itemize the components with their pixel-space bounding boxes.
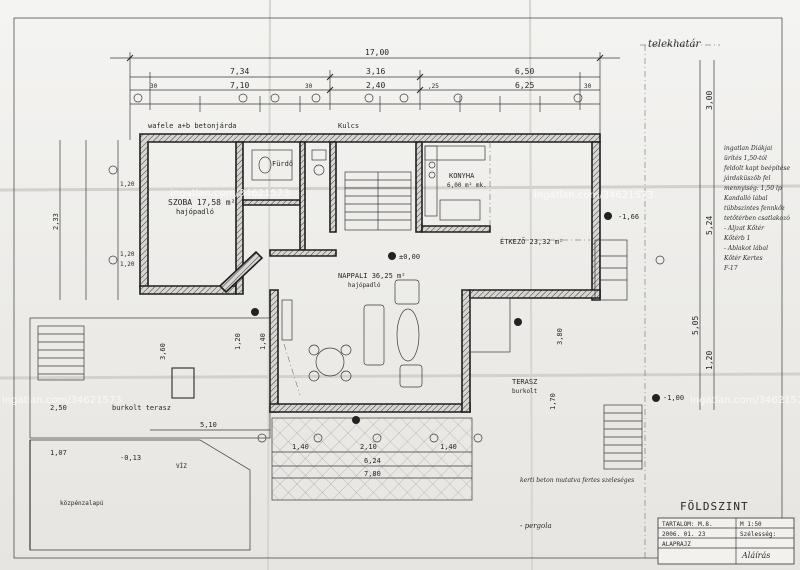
side-note-line: tübbszintes fennkőz <box>724 205 786 212</box>
dim-bottom-3: 1,40 <box>440 443 457 451</box>
dim-small-4: 30 <box>584 83 592 90</box>
drawing-title: FÖLDSZINT <box>680 500 749 513</box>
dim-right-inner: 6,25 <box>515 81 534 90</box>
room-burkolt-terasz: burkolt terasz <box>112 404 171 412</box>
dim-mid-span: 3,16 <box>366 67 385 76</box>
dim-bottom-7: 2,50 <box>50 404 67 412</box>
dim-left-1: 2,33 <box>52 213 60 230</box>
interior-dimensions: 3,60 1,20 1,40 3,80 1,70 <box>159 328 564 410</box>
side-note-line: Kandalló lábal <box>723 195 768 202</box>
top-dimension-chains: 17,00 7,34 3,16 6,50 7,10 2,40 6,25 30 3… <box>110 48 620 140</box>
dim-mid-4: 3,80 <box>556 328 564 345</box>
dim-left-inner: 7,10 <box>230 81 249 90</box>
side-note-line: Kőtér Kertes <box>723 255 763 262</box>
dim-small-3: ,25 <box>428 83 439 90</box>
bathroom-fixtures <box>251 149 327 181</box>
side-note-line: tetőtérben csatlakozó <box>724 215 790 222</box>
dim-mid-5: 1,70 <box>549 393 557 410</box>
side-note-line: ingatlan Diákjai <box>724 145 772 152</box>
side-note-line: ürítés 1,50-tól <box>724 155 767 162</box>
title-block-signature: Aláírás <box>741 551 770 560</box>
dim-right-4: 1,20 <box>705 351 714 370</box>
side-note-line: - Ablakot lábal <box>724 245 768 252</box>
side-note-line: járdaküszöb fel <box>722 175 771 182</box>
label-wafle: wafele a+b betonjárda <box>148 122 237 130</box>
room-konyha-sub: 6,00 m² mk. <box>447 182 487 189</box>
dim-mid-3: 1,40 <box>259 333 267 350</box>
room-furdo: Fürdő <box>272 159 293 168</box>
level-markers: ±0,00 -1,66 -1,00 -0,13 <box>120 212 684 462</box>
title-block: TARTALOM: M.8. M 1:50 2006. 01. 23 Széle… <box>657 517 795 565</box>
left-dimension-chains: 2,33 1,20 1,20 1,20 <box>52 140 135 300</box>
annotation-kerti: kerti beton mutatva fertes szeleséges <box>520 477 634 484</box>
dim-bottom-6: 5,10 <box>200 421 217 429</box>
dim-bottom-2: 2,10 <box>360 443 377 451</box>
label-kozpont: közpénzalapú <box>60 500 104 507</box>
label-kulcs: Kulcs <box>338 122 359 130</box>
room-nappali: NAPPALI 36,25 m² <box>338 272 405 280</box>
dim-right-1: 3,00 <box>705 91 714 110</box>
dining-area-lines <box>469 239 628 353</box>
level-living: ±0,00 <box>399 253 420 261</box>
dim-small-2: 30 <box>305 83 313 90</box>
dim-mid-2: 1,20 <box>234 333 242 350</box>
room-konyha: KONYHA <box>449 172 475 180</box>
property-line-label: telekhatár <box>648 39 701 50</box>
side-note: ingatlan Diákjai ürítés 1,50-tól feldolt k… <box>722 145 790 272</box>
side-note-line: - Aljzat Kőtér <box>724 225 765 232</box>
level-east: -1,66 <box>618 213 639 221</box>
room-terasz-sub: burkolt <box>512 388 538 395</box>
level-east-stair: -1,00 <box>663 394 684 402</box>
dim-total: 17,00 <box>365 48 389 57</box>
title-block-drawing: ALAPRAJZ <box>662 541 691 548</box>
dim-right-3: 5,05 <box>691 316 700 335</box>
watermark-3: ingatlan.com/34621573 <box>2 395 122 406</box>
room-etkezo: ÉTKEZŐ 23,32 m² <box>500 237 563 246</box>
dim-right-span: 6,50 <box>515 67 534 76</box>
dim-left-span: 7,34 <box>230 67 249 76</box>
bottom-dimension-chains: 1,40 2,10 1,40 6,24 7,80 5,10 2,50 1,07 <box>50 404 472 479</box>
dim-left-2: 1,20 <box>120 181 135 188</box>
side-note-line: feldolt kapt beépítése <box>723 165 790 172</box>
side-note-line: mennyiség: 1,50 lp <box>724 185 782 192</box>
east-exterior-stair <box>603 404 643 470</box>
room-nappali-floor: hajópadló <box>348 282 381 289</box>
watermark-4: ingatlan.com/34621573 <box>690 395 800 406</box>
label-viz: VÍZ <box>176 462 187 470</box>
dim-mid-inner: 2,40 <box>366 81 385 90</box>
title-block-date: 2006. 01. 23 <box>662 531 706 538</box>
dim-left-4: 1,20 <box>120 261 135 268</box>
dim-left-3: 1,20 <box>120 251 135 258</box>
staircase <box>344 171 412 231</box>
room-szoba-floor: hajópadló <box>176 208 214 216</box>
watermark-1: ingatlan.com/34621573 <box>170 188 290 199</box>
room-terasz: TERASZ <box>512 378 537 386</box>
title-block-size: Szélesség: <box>740 531 776 538</box>
level-west: -0,13 <box>120 454 141 462</box>
grid-axis-markers <box>108 93 665 443</box>
side-note-line: Kőtérb 1 <box>723 235 751 242</box>
room-labels: SZOBA 17,58 m² hajópadló Fürdő KONYHA 6,… <box>60 122 563 507</box>
front-terrace-paving <box>272 418 472 500</box>
kitchen-fixtures <box>424 142 491 232</box>
side-note-line: F-17 <box>723 265 738 272</box>
dim-right-2: 5,24 <box>705 216 714 235</box>
dim-bottom-8: 1,07 <box>50 449 67 457</box>
dim-bottom-1: 1,40 <box>292 443 309 451</box>
dim-bottom-5: 7,80 <box>364 470 381 478</box>
living-room-furniture <box>281 279 423 396</box>
watermark-2: ingatlan.com/34621573 <box>534 190 654 201</box>
exterior-walls <box>139 133 601 413</box>
room-szoba: SZOBA 17,58 m² <box>168 198 235 207</box>
annotation-pergola: - pergola <box>520 522 552 530</box>
west-annex <box>29 317 271 551</box>
dim-mid-1: 3,60 <box>159 343 167 360</box>
right-dimension-chains: 3,00 5,24 5,05 1,20 <box>691 60 715 410</box>
dim-bottom-4: 6,24 <box>364 457 381 465</box>
title-block-scale: M 1:50 <box>740 521 762 528</box>
dim-small-1: 30 <box>150 83 158 90</box>
title-block-header: TARTALOM: M.8. <box>662 521 713 528</box>
